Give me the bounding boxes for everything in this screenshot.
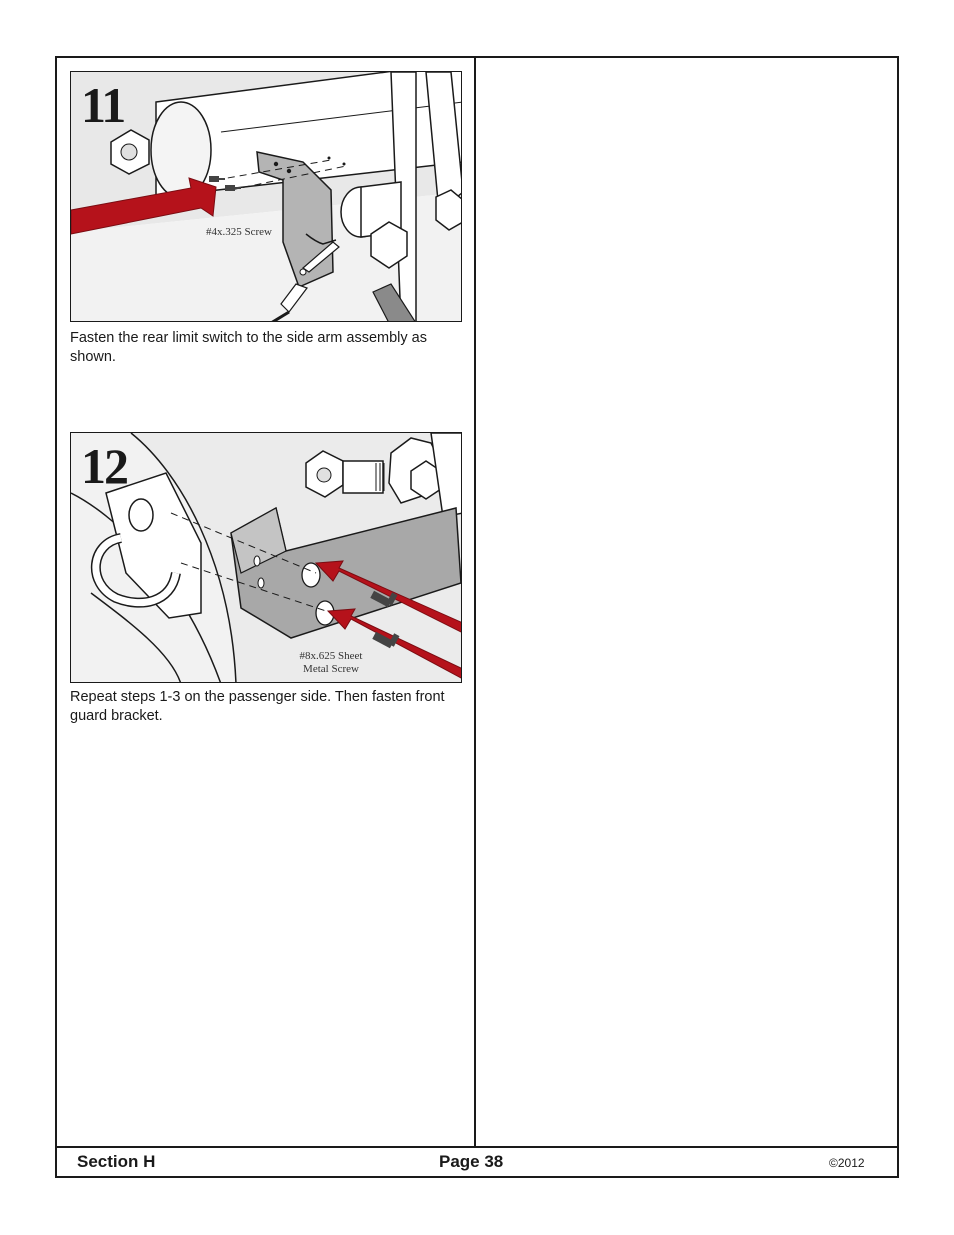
- direction-arrow: [326, 608, 461, 679]
- step-number: 12: [81, 438, 129, 494]
- illustration-front-guard-bracket: [71, 433, 461, 682]
- figure-step-11: 11 #4x.325 Screw: [70, 71, 462, 322]
- section-label: Section H: [77, 1152, 156, 1171]
- page-frame: [55, 56, 899, 1178]
- step-11-caption: Fasten the rear limit switch to the side…: [70, 330, 427, 365]
- screw-icon: [370, 590, 398, 608]
- direction-arrow: [71, 177, 217, 235]
- column-divider: [474, 56, 476, 1148]
- copyright-notice: ©2012: [829, 1156, 865, 1170]
- screw-callout-label: #8x.625 Sheet Metal Screw: [271, 650, 391, 676]
- screw-callout-line: #8x.625 Sheet: [299, 650, 363, 662]
- screw-callout-line: Metal Screw: [303, 663, 359, 675]
- screw-callout-label: #4x.325 Screw: [206, 226, 272, 238]
- illustration-rear-limit-switch: [71, 72, 461, 321]
- screw-icon: [372, 631, 400, 649]
- figure-step-12: 12 #8x.625 Sheet Metal Screw: [70, 432, 462, 683]
- page-number: Page 38: [439, 1152, 504, 1171]
- footer-divider: [55, 1146, 897, 1148]
- screw-icon: [209, 176, 225, 182]
- direction-arrow: [314, 560, 461, 633]
- step-12-caption: Repeat steps 1-3 on the passenger side. …: [70, 689, 445, 724]
- screw-icon: [225, 185, 241, 191]
- step-number: 11: [81, 77, 126, 133]
